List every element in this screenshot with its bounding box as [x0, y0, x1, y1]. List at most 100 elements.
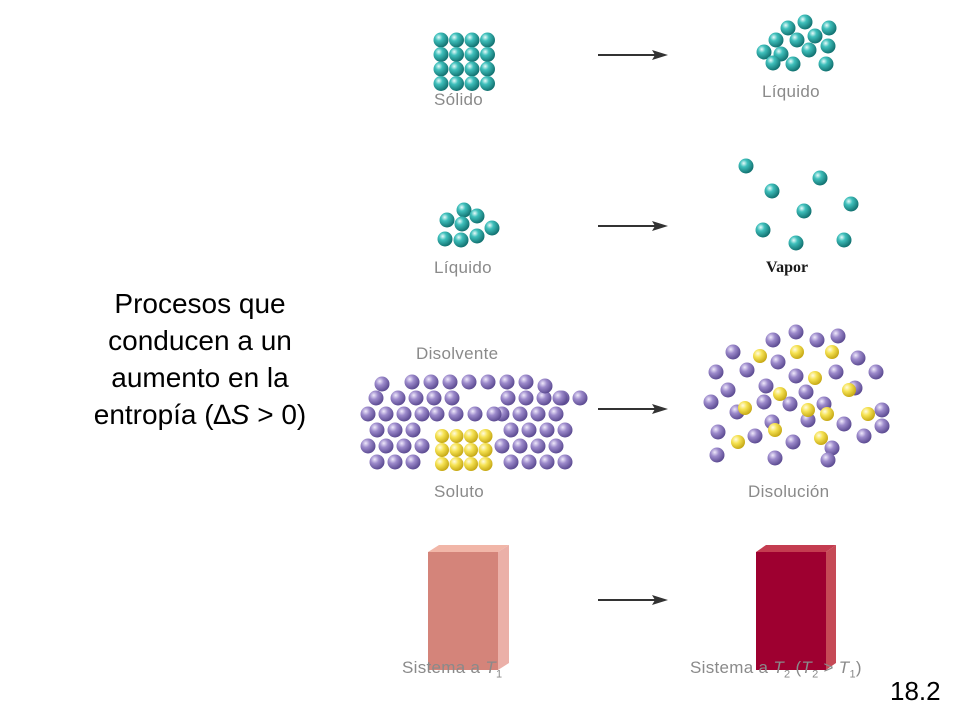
- solvent-particle: [461, 374, 477, 390]
- solvent-particle: [369, 454, 385, 470]
- solution-particle-solvent: [785, 434, 801, 450]
- solute-particle: [449, 443, 464, 457]
- solvent-particle: [405, 454, 421, 470]
- solvent-particle: [360, 406, 376, 422]
- solution-particle-solvent: [836, 416, 852, 432]
- solution-particle-solvent: [709, 447, 725, 463]
- label-sub1-cmp: 1: [849, 668, 856, 681]
- solute-particle: [478, 429, 493, 443]
- solvent-particle: [557, 454, 573, 470]
- liquid-particle: [818, 56, 834, 72]
- solution-particle-solvent: [756, 394, 772, 410]
- solvent-particle: [518, 374, 534, 390]
- liquid-particle: [756, 44, 772, 60]
- solution-particle-solute: [814, 431, 828, 445]
- process-arrows: [598, 50, 668, 605]
- vapor-particle: [738, 158, 754, 174]
- arrow-head: [652, 221, 668, 231]
- solvent-particle: [552, 390, 568, 406]
- solvent-particle: [536, 390, 552, 406]
- label-solid: Sólido: [434, 90, 484, 109]
- solution-particle-solvent: [856, 428, 872, 444]
- title-line-1: Procesos que: [114, 288, 286, 319]
- liquid-particle: [469, 228, 485, 244]
- solute-particle: [478, 443, 493, 457]
- liquid-particle: [820, 38, 836, 54]
- solvent-particle: [414, 406, 430, 422]
- solute-particle: [464, 443, 478, 457]
- solvent-particle: [539, 454, 555, 470]
- solid-particle: [480, 47, 495, 62]
- solid-particle: [433, 32, 449, 48]
- solute-particle: [464, 429, 478, 443]
- vapor-particle: [843, 196, 859, 212]
- solution-particle-solute: [820, 407, 834, 421]
- solid-particle: [480, 76, 495, 91]
- solvent-particle: [480, 374, 496, 390]
- label-T2-cmp: T: [801, 658, 813, 677]
- solvent-particle: [387, 422, 403, 438]
- solute-particle: [478, 457, 493, 471]
- title-line-2: conducen a un: [108, 325, 292, 356]
- solvent-particle: [557, 422, 573, 438]
- label-solution: Disolución: [748, 482, 830, 501]
- label-sub2-cmp: 2: [812, 668, 819, 681]
- title-line-4-prefix: entropía (: [93, 399, 214, 430]
- solvent-particle: [378, 406, 394, 422]
- solvent-particle: [396, 438, 412, 454]
- solid-particle: [449, 32, 464, 48]
- solvent-particle: [494, 438, 510, 454]
- entropy-symbol: S: [230, 399, 250, 430]
- liquid-particle: [821, 20, 837, 36]
- solute-particle: [449, 429, 464, 443]
- solution-particle-solvent: [758, 378, 774, 394]
- label-system-t1: Sistema a T1: [402, 658, 502, 680]
- solution-particle-solute: [738, 401, 752, 415]
- solvent-particle: [408, 390, 424, 406]
- solid-particle: [449, 61, 464, 77]
- vapor-particle: [836, 232, 852, 248]
- solution-particle-solute: [768, 423, 782, 437]
- liquid-particle: [785, 56, 801, 72]
- solution-particle-solvent: [739, 362, 755, 378]
- solvent-particle: [512, 406, 528, 422]
- solvent-particle: [442, 374, 458, 390]
- solution-particle-solvent: [850, 350, 866, 366]
- solvent-particle: [537, 378, 553, 394]
- solvent-particle: [444, 390, 460, 406]
- solvent-particle: [390, 390, 406, 406]
- liquid-particle: [789, 32, 805, 48]
- vapor-particles: [738, 158, 859, 251]
- solvent-particle: [503, 454, 519, 470]
- label-solute: Soluto: [434, 482, 485, 501]
- solvent-particle: [486, 406, 502, 422]
- cold-system-block: [428, 545, 509, 670]
- solvent-particle: [539, 422, 555, 438]
- solvent-particle: [467, 406, 483, 422]
- solid-particle: [433, 76, 449, 91]
- label-system-t1-sub: 1: [496, 668, 503, 681]
- liquid-particles-right: [756, 14, 837, 72]
- liquid-particle: [456, 202, 472, 218]
- solution-particle-solvent: [809, 332, 825, 348]
- label-system-t2-sub: 2: [784, 668, 791, 681]
- solution-particle-solvent: [747, 428, 763, 444]
- solution-particles: [703, 324, 890, 468]
- solution-particle-solute: [801, 403, 815, 417]
- solute-particles: [435, 429, 493, 471]
- arrow-head: [652, 50, 668, 60]
- solution-particle-solute: [808, 371, 822, 385]
- solution-particle-solvent: [820, 452, 836, 468]
- solvent-particle: [500, 390, 516, 406]
- liquid-particle: [780, 20, 796, 36]
- hot-system-block: [756, 545, 836, 670]
- solution-particle-solute: [790, 345, 804, 359]
- label-vapor: Vapor: [766, 259, 809, 276]
- solid-particle: [464, 76, 480, 91]
- solid-particle: [480, 32, 495, 48]
- title-line-3: aumento en la: [111, 362, 289, 393]
- solution-particle-solvent: [710, 424, 726, 440]
- solution-particle-solvent: [765, 332, 781, 348]
- solute-particle: [435, 457, 449, 471]
- solvent-particle: [521, 454, 537, 470]
